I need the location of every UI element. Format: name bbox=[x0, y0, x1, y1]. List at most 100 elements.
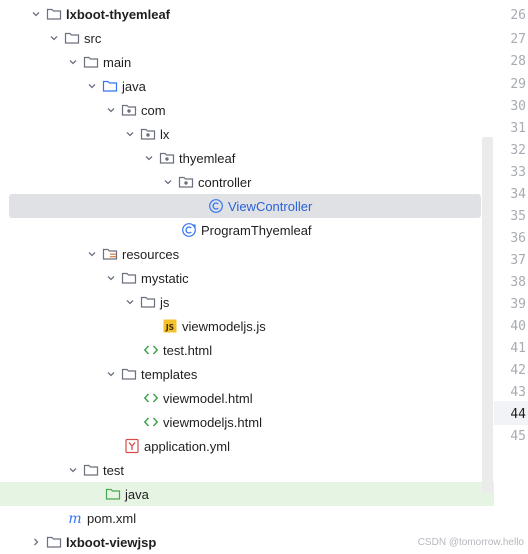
resources-folder-icon bbox=[102, 246, 118, 262]
tree-row-programthyemleaf[interactable]: ProgramThyemleaf bbox=[0, 218, 494, 242]
tree-row-thyemleaf[interactable]: thyemleaf bbox=[0, 146, 494, 170]
tree-row-java[interactable]: java bbox=[0, 74, 494, 98]
chevron-down-icon[interactable] bbox=[65, 50, 81, 74]
vertical-scrollbar[interactable] bbox=[482, 137, 493, 493]
line-number: 41 bbox=[510, 341, 526, 356]
line-number: 32 bbox=[510, 143, 526, 158]
watermark: CSDN @tomorrow.hello bbox=[417, 537, 524, 548]
tree-row-label: java bbox=[125, 486, 149, 502]
line-number: 29 bbox=[510, 77, 526, 92]
tree-row-label: controller bbox=[198, 174, 252, 190]
tree-row-js[interactable]: js bbox=[0, 290, 494, 314]
chevron-down-icon[interactable] bbox=[84, 242, 100, 266]
tree-row-viewmodel-html[interactable]: viewmodel.html bbox=[0, 386, 494, 410]
chevron-down-icon[interactable] bbox=[65, 458, 81, 482]
folder-icon bbox=[121, 366, 137, 382]
line-number: 39 bbox=[510, 297, 526, 312]
line-number: 45 bbox=[510, 429, 526, 444]
line-number-current: 44 bbox=[510, 407, 526, 422]
test-source-folder-icon bbox=[105, 486, 121, 502]
class-icon bbox=[208, 198, 224, 214]
project-tree: lxboot-thyemleaf src main java com bbox=[0, 2, 494, 554]
tree-row-lx[interactable]: lx bbox=[0, 122, 494, 146]
tree-row-test[interactable]: test bbox=[0, 458, 494, 482]
tree-row-label: js bbox=[160, 294, 170, 310]
html-file-icon bbox=[143, 342, 159, 358]
tree-row-test-java[interactable]: java bbox=[0, 482, 494, 506]
package-icon bbox=[121, 102, 137, 118]
line-number-gutter: 26 27 28 29 30 31 32 33 34 35 36 37 38 3… bbox=[494, 0, 528, 554]
tree-row-label: thyemleaf bbox=[179, 150, 236, 166]
tree-row-label: com bbox=[141, 102, 166, 118]
tree-row-com[interactable]: com bbox=[0, 98, 494, 122]
chevron-down-icon[interactable] bbox=[160, 170, 176, 194]
chevron-down-icon[interactable] bbox=[103, 362, 119, 386]
tree-row-resources[interactable]: resources bbox=[0, 242, 494, 266]
package-icon bbox=[178, 174, 194, 190]
tree-row-label: resources bbox=[122, 246, 180, 262]
folder-icon bbox=[46, 534, 62, 550]
line-number: 38 bbox=[510, 275, 526, 290]
current-line-highlight bbox=[494, 401, 528, 425]
line-number: 42 bbox=[510, 363, 526, 378]
tree-row-pom-xml[interactable]: m pom.xml bbox=[0, 506, 494, 530]
tree-row-label: java bbox=[122, 78, 146, 94]
spring-class-icon bbox=[181, 222, 197, 238]
svg-text:JS: JS bbox=[165, 323, 174, 332]
line-number: 36 bbox=[510, 231, 526, 246]
tree-row-label: viewmodel.html bbox=[163, 390, 253, 406]
package-icon bbox=[140, 126, 156, 142]
chevron-down-icon[interactable] bbox=[122, 290, 138, 314]
maven-icon: m bbox=[67, 510, 83, 526]
tree-row-viewmodeljs-html[interactable]: viewmodeljs.html bbox=[0, 410, 494, 434]
tree-row-label: test bbox=[103, 462, 124, 478]
tree-row-test-html[interactable]: test.html bbox=[0, 338, 494, 362]
chevron-down-icon[interactable] bbox=[46, 26, 62, 50]
tree-row-label: mystatic bbox=[141, 270, 189, 286]
line-number: 40 bbox=[510, 319, 526, 334]
folder-icon bbox=[83, 462, 99, 478]
svg-text:m: m bbox=[68, 511, 81, 526]
tree-row-label: viewmodeljs.html bbox=[163, 414, 262, 430]
js-file-icon: JS bbox=[162, 318, 178, 334]
tree-row-label: lxboot-thyemleaf bbox=[66, 6, 171, 22]
tree-row-label: application.yml bbox=[144, 438, 230, 454]
chevron-down-icon[interactable] bbox=[103, 266, 119, 290]
line-number: 27 bbox=[510, 32, 526, 47]
tree-row-viewcontroller[interactable]: ViewController bbox=[9, 194, 481, 218]
tree-row-lxboot-viewjsp[interactable]: lxboot-viewjsp bbox=[0, 530, 494, 554]
folder-icon bbox=[121, 270, 137, 286]
line-number: 31 bbox=[510, 121, 526, 136]
chevron-down-icon[interactable] bbox=[103, 98, 119, 122]
line-number: 43 bbox=[510, 385, 526, 400]
html-file-icon bbox=[143, 414, 159, 430]
chevron-down-icon[interactable] bbox=[28, 2, 44, 26]
chevron-down-icon[interactable] bbox=[122, 122, 138, 146]
tree-row-label: templates bbox=[141, 366, 198, 382]
tree-row-label: src bbox=[84, 30, 102, 46]
tree-row-application-yml[interactable]: application.yml bbox=[0, 434, 494, 458]
tree-row-src[interactable]: src bbox=[0, 26, 494, 50]
chevron-down-icon[interactable] bbox=[84, 74, 100, 98]
tree-row-templates[interactable]: templates bbox=[0, 362, 494, 386]
tree-row-label: test.html bbox=[163, 342, 213, 358]
html-file-icon bbox=[143, 390, 159, 406]
tree-row-main[interactable]: main bbox=[0, 50, 494, 74]
line-number: 37 bbox=[510, 253, 526, 268]
line-number: 35 bbox=[510, 209, 526, 224]
chevron-right-icon[interactable] bbox=[28, 530, 44, 554]
tree-row-lxboot-thyemleaf[interactable]: lxboot-thyemleaf bbox=[0, 2, 494, 26]
tree-row-controller[interactable]: controller bbox=[0, 170, 494, 194]
tree-row-label: ViewController bbox=[228, 198, 313, 214]
folder-icon bbox=[46, 6, 62, 22]
package-icon bbox=[159, 150, 175, 166]
tree-row-label: lx bbox=[160, 126, 170, 142]
folder-icon bbox=[64, 30, 80, 46]
chevron-down-icon[interactable] bbox=[141, 146, 157, 170]
tree-row-label: viewmodeljs.js bbox=[182, 318, 266, 334]
line-number: 26 bbox=[510, 8, 526, 23]
tree-row-viewmodeljs-js[interactable]: JS viewmodeljs.js bbox=[0, 314, 494, 338]
tree-row-mystatic[interactable]: mystatic bbox=[0, 266, 494, 290]
tree-row-label: pom.xml bbox=[87, 510, 137, 526]
line-number: 34 bbox=[510, 187, 526, 202]
